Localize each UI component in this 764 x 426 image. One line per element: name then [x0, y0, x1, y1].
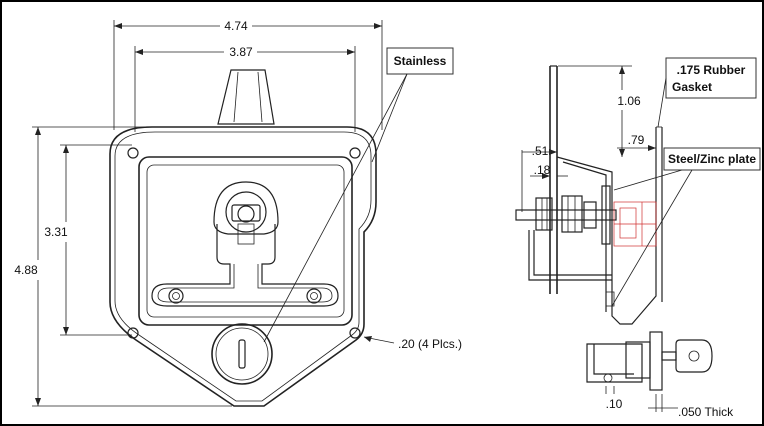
- dim-overall-width: 4.74: [113, 19, 383, 130]
- recessed-pan: [138, 156, 353, 326]
- inner-width-label: 3.87: [229, 45, 253, 59]
- dim-018: .18: [530, 163, 568, 179]
- stainless-box: [386, 47, 454, 75]
- inner-height-label: 3.31: [44, 225, 68, 239]
- key-cover: [211, 323, 273, 385]
- cylinder-face: [649, 331, 663, 391]
- mounting-hole-top-right: [349, 147, 361, 159]
- rivet-right: [306, 288, 322, 304]
- cam-rod: [528, 230, 615, 307]
- nut-1: [535, 197, 553, 231]
- hole-size-callout: .20 (4 Plcs.): [363, 336, 462, 351]
- stainless-label: Stainless: [394, 54, 447, 68]
- key-bow: [675, 339, 713, 373]
- mounting-hole-bottom-right: [349, 327, 361, 339]
- gasket-label-line1: .175 Rubber: [677, 63, 746, 77]
- nut-2: [561, 195, 583, 233]
- hidden-internal: [613, 201, 657, 247]
- gasket-callout: .175 Rubber Gasket: [657, 57, 757, 128]
- dim-051: .51: [521, 144, 557, 212]
- keyway-slot: [238, 339, 246, 369]
- side-view: 1.06 .79 .51 .18 .10: [515, 57, 761, 419]
- thickness-callout: .050 Thick: [648, 394, 734, 419]
- washer: [583, 201, 597, 229]
- pan-profile: [556, 126, 663, 325]
- overall-width-label: 4.74: [224, 19, 248, 33]
- hole-size-label: .20 (4 Plcs.): [398, 337, 462, 351]
- dim-inner-width: 3.87: [134, 45, 356, 132]
- key-shank: [661, 351, 677, 361]
- plate-callout: Steel/Zinc plate: [611, 147, 761, 307]
- gasket-box: [665, 57, 757, 99]
- cam-nut: [237, 205, 255, 223]
- front-view: 4.74 3.87 4.88: [14, 19, 462, 407]
- dim-010: .10: [605, 386, 623, 411]
- stainless-callout: Stainless: [263, 47, 454, 343]
- dim-106: 1.06: [558, 65, 641, 157]
- cylinder-body: [625, 341, 651, 379]
- plate-label: Steel/Zinc plate: [668, 152, 756, 166]
- bushing: [601, 185, 611, 245]
- outer-flange: [109, 126, 377, 407]
- lock-cylinder: [586, 331, 713, 391]
- mounting-hole-bottom-left: [127, 327, 139, 339]
- dim-010-label: .10: [606, 397, 623, 411]
- dim-inner-height: 3.31: [44, 144, 132, 336]
- dim-051-label: .51: [532, 144, 549, 158]
- thickness-label: .050 Thick: [678, 405, 734, 419]
- mounting-hole-top-left: [127, 147, 139, 159]
- t-handle-top: [217, 69, 275, 125]
- dim-106-label: 1.06: [617, 94, 641, 108]
- plate-box: [663, 147, 761, 171]
- gasket-label-line2: Gasket: [672, 80, 712, 94]
- dim-018-label: .18: [534, 163, 551, 177]
- t-handle: [151, 181, 339, 307]
- dim-overall-height: 4.88: [14, 126, 232, 407]
- mounting-holes: [127, 147, 361, 339]
- overall-height-label: 4.88: [14, 263, 38, 277]
- stud: [515, 209, 617, 221]
- dim-079-label: .79: [628, 133, 645, 147]
- stud-assembly: [515, 185, 617, 245]
- side-flange: [549, 65, 558, 294]
- dim-079: .79: [617, 133, 656, 151]
- rivet-left: [168, 288, 184, 304]
